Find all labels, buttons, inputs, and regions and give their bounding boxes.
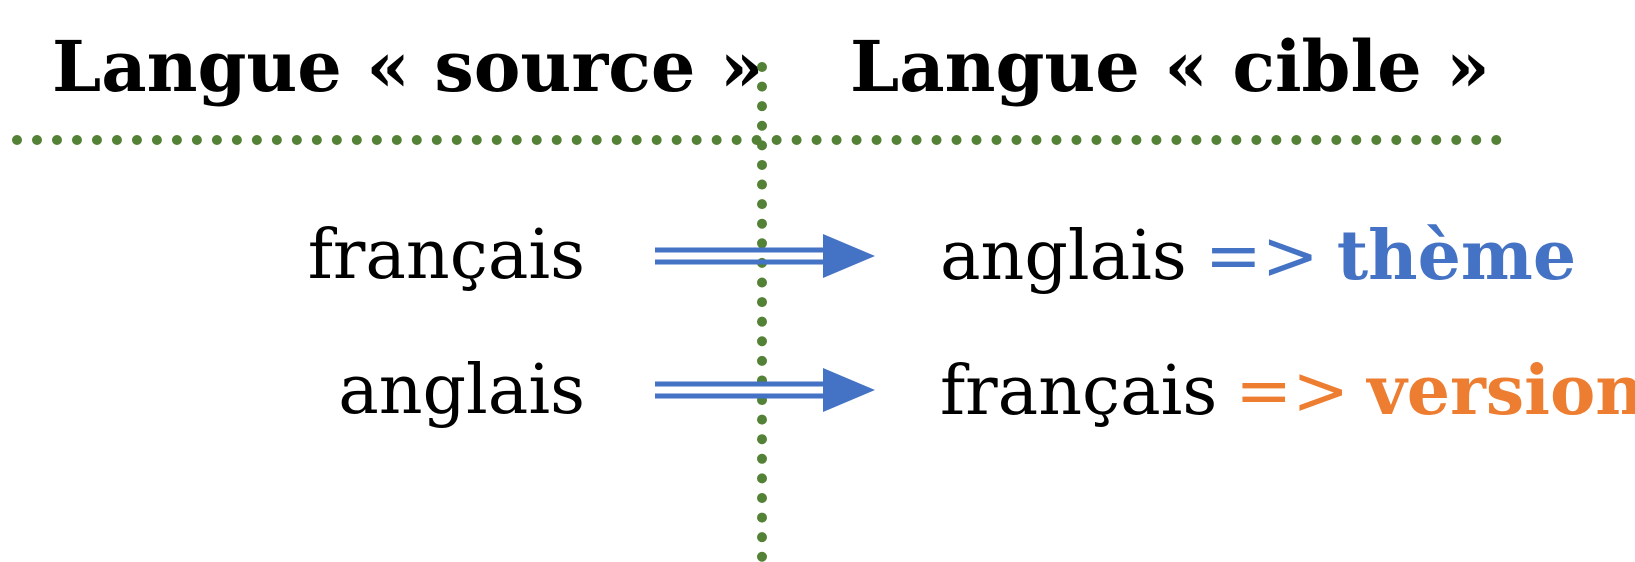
row1-target-group: anglais=>thème xyxy=(940,222,1576,291)
row2-arrow-icon xyxy=(655,368,875,412)
row2-result-term: version xyxy=(1367,351,1635,431)
row2-implies-symbol: => xyxy=(1235,352,1350,431)
row1-result-term: thème xyxy=(1336,216,1577,296)
row2-target-group: français=>version xyxy=(940,357,1635,426)
row1-implies-symbol: => xyxy=(1204,217,1319,296)
row1-source-language: français xyxy=(307,216,585,295)
target-language-header: Langue « cible » xyxy=(850,25,1490,108)
source-language-header: Langue « source » xyxy=(52,25,764,108)
vertical-divider xyxy=(757,62,767,562)
row1-target-language: anglais xyxy=(940,217,1187,296)
row2-target-language: français xyxy=(940,352,1218,431)
row2-source-language: anglais xyxy=(338,351,585,430)
row1-arrow-icon xyxy=(655,234,875,278)
